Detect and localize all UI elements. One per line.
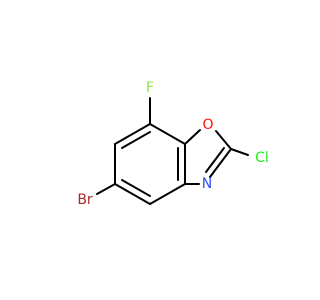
bond-c7a-o [184,129,201,145]
bond-c2-n [209,148,232,178]
bond-c5-br [96,183,116,195]
bond-c4-c5 [114,183,151,205]
atom-label-nitrogen: N [202,176,212,192]
bond-c6-c7 [114,123,151,145]
atom-label-fluorine: F [146,80,154,96]
bond-c6-c7-inner [121,131,151,149]
atom-label-oxygen: O [202,117,213,133]
bond-c2-n-inner [205,147,225,173]
bond-o-c2 [215,130,232,150]
molecule-diagram: F O Cl N Br [77,80,269,208]
atom-label-bromine: Br [77,192,93,208]
atom-labels: F O Cl N Br [77,80,269,208]
bond-c4-c5-inner [121,179,151,197]
bond-c7-c7a [149,123,186,145]
bonds [96,97,249,205]
bond-c2-cl [230,148,249,156]
atom-label-chlorine: Cl [255,150,269,166]
bond-c3a-c4 [149,183,186,205]
